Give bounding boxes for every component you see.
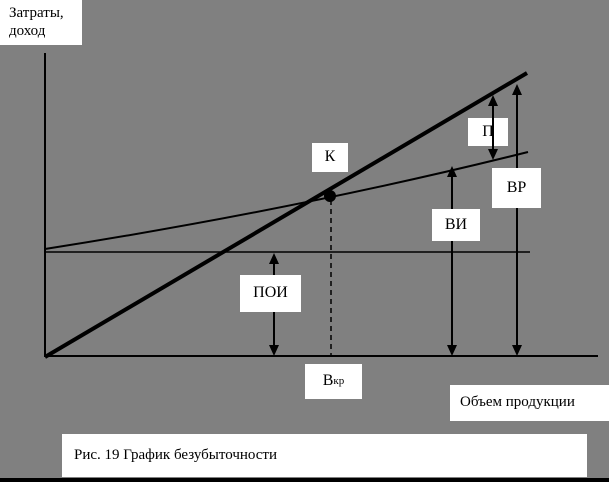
bottom-border-line bbox=[0, 478, 609, 482]
breakeven-volume-base: В bbox=[322, 372, 334, 390]
fixed-costs-label: ПОИ bbox=[240, 275, 301, 312]
variable-costs-label: ВИ bbox=[432, 209, 480, 241]
revenue-arrow bbox=[512, 84, 522, 356]
breakeven-point-dot bbox=[324, 190, 336, 202]
profit-label: П bbox=[468, 118, 508, 146]
variable-costs-arrow bbox=[447, 166, 457, 356]
revenue-label: ВР bbox=[492, 168, 541, 208]
y-axis-label-line1: Затраты, bbox=[9, 5, 64, 21]
figure-caption: Рис. 19 График безубыточности bbox=[62, 434, 587, 477]
x-axis-label: Объем продукции bbox=[450, 385, 609, 421]
breakeven-point-label: К bbox=[312, 143, 348, 172]
y-axis-label: Затраты, доход bbox=[0, 0, 82, 45]
breakeven-volume-subscript: кр bbox=[333, 375, 345, 387]
y-axis-label-line2: доход bbox=[9, 23, 46, 39]
